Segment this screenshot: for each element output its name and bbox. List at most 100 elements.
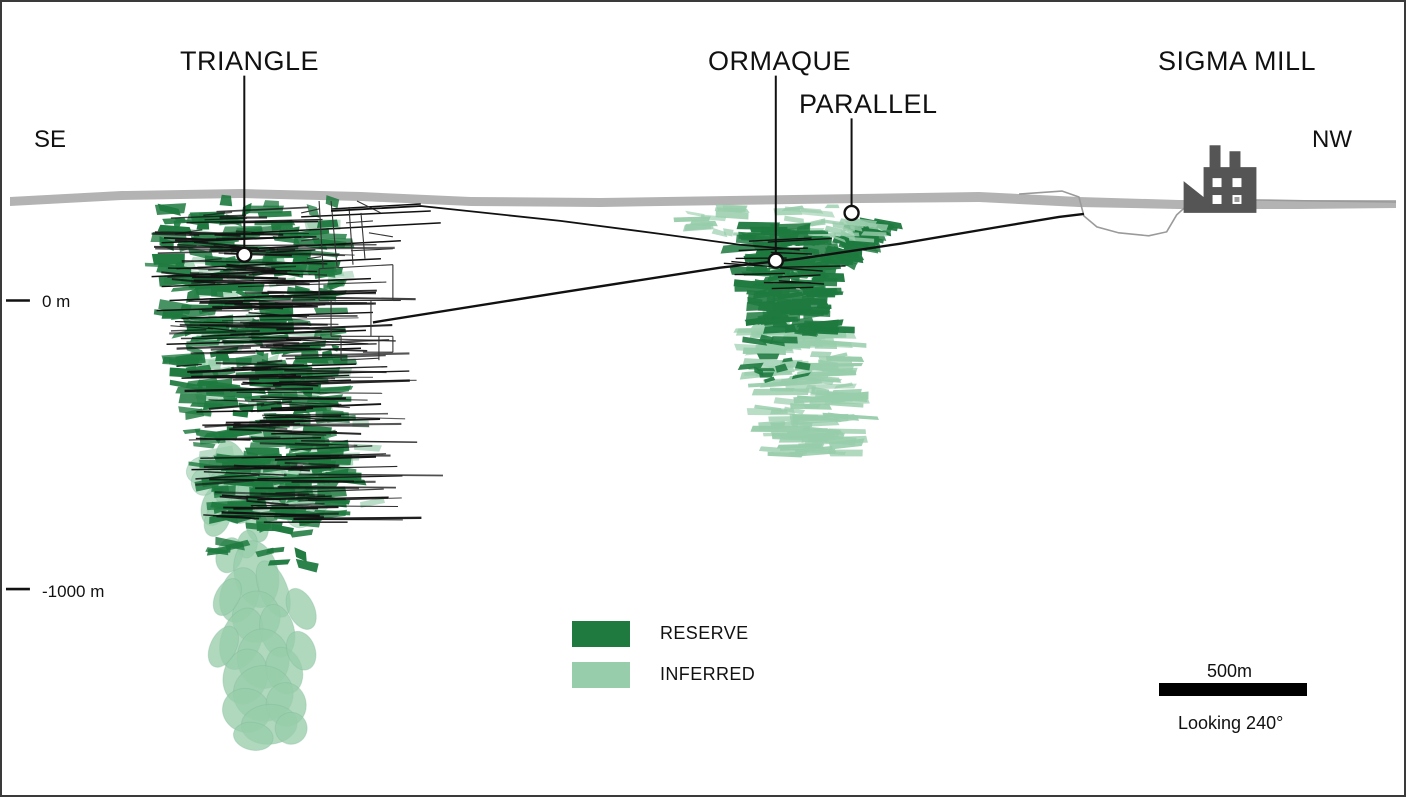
- development-drift: [780, 267, 823, 272]
- development-drift: [274, 455, 377, 461]
- mineralised-lens: [682, 222, 714, 232]
- mineralised-lens: [685, 210, 705, 218]
- development-drift: [192, 276, 279, 280]
- depth-axis-ticks: [5, 299, 30, 591]
- mineralised-lens: [244, 447, 280, 456]
- development-drift: [170, 214, 247, 219]
- mineralised-lens: [829, 391, 869, 404]
- deposit-label-triangle: TRIANGLE: [180, 46, 320, 76]
- development-drift: [277, 485, 396, 489]
- mineralised-lens: [811, 288, 834, 297]
- development-drift: [219, 220, 319, 224]
- development-drift: [246, 499, 289, 506]
- development-drift: [210, 346, 251, 351]
- ground-surface-band: [9, 189, 1397, 209]
- development-drift: [188, 436, 281, 441]
- mineralised-lens: [824, 225, 847, 236]
- access-drift: [201, 329, 366, 338]
- development-drift: [179, 323, 310, 329]
- mineralised-lens: [318, 238, 355, 249]
- development-drift: [169, 329, 260, 335]
- development-drift: [214, 233, 241, 237]
- depth-label-0m: 0 m: [42, 292, 71, 311]
- development-drift: [285, 354, 386, 360]
- mineralised-lens: [255, 547, 274, 558]
- mineralised-lens: [165, 309, 184, 316]
- development-drift: [275, 488, 384, 494]
- development-drift: [274, 302, 374, 305]
- development-drift: [216, 206, 309, 213]
- shaft-structure: [356, 200, 382, 214]
- mineralised-lens: [293, 236, 328, 250]
- development-drift: [770, 251, 812, 255]
- development-drift: [235, 230, 265, 235]
- mineralised-lens: [257, 210, 292, 218]
- sigma-mill-icon: [1183, 145, 1257, 213]
- mineralised-lens: [775, 363, 788, 373]
- development-drift: [163, 236, 220, 241]
- access-drift: [156, 305, 302, 312]
- mineralised-lens: [810, 257, 838, 264]
- development-drift: [190, 351, 256, 355]
- shaft-structure: [360, 212, 366, 259]
- development-drift: [257, 359, 283, 365]
- development-drift: [278, 374, 350, 379]
- mineralised-lens: [168, 358, 197, 370]
- development-drift: [280, 512, 339, 517]
- mineralised-lens: [318, 385, 354, 392]
- mineralised-lens: [194, 286, 218, 297]
- access-drift: [166, 339, 302, 346]
- development-drift: [184, 387, 271, 393]
- mineralised-lens: [225, 539, 251, 551]
- development-drift: [224, 252, 292, 257]
- development-drift: [248, 336, 396, 342]
- scale-distance-label: 500m: [1207, 661, 1253, 681]
- mineralised-lens: [206, 545, 232, 556]
- shaft-structure: [307, 256, 322, 260]
- mineralised-lens: [801, 297, 814, 302]
- access-drift: [191, 466, 332, 471]
- development-drift: [157, 248, 296, 254]
- mineralised-lens: [761, 338, 785, 347]
- mineralised-lens: [295, 558, 319, 573]
- access-drift: [169, 291, 376, 302]
- mineralised-lens: [323, 284, 333, 289]
- mineralised-lens: [848, 236, 875, 243]
- mineralised-lens: [850, 225, 863, 232]
- access-drift: [271, 431, 338, 435]
- shaft-structure: [368, 232, 393, 238]
- mineralised-lens: [826, 367, 858, 377]
- development-drift: [257, 475, 403, 480]
- access-drift: [196, 409, 307, 413]
- development-drift: [251, 366, 388, 372]
- access-drift: [176, 257, 381, 270]
- shaft-structure: [301, 238, 320, 242]
- underground-workings: [151, 203, 846, 524]
- mineralised-lens: [215, 283, 253, 292]
- mineralised-lens: [742, 336, 768, 346]
- mineralised-lens: [758, 420, 785, 430]
- development-drift: [151, 232, 200, 237]
- mineralised-lens: [792, 413, 849, 425]
- development-drift: [195, 474, 260, 480]
- development-drift: [266, 343, 377, 347]
- mineralised-lens: [314, 267, 344, 279]
- direction-label-nw: NW: [1312, 126, 1352, 153]
- development-drift: [181, 259, 328, 265]
- mineralised-lens: [734, 286, 768, 292]
- mineralised-lens: [801, 330, 819, 336]
- access-drift: [181, 375, 302, 379]
- development-drift: [293, 516, 422, 521]
- development-drift: [290, 370, 410, 375]
- development-drift: [229, 428, 362, 435]
- mineralised-lens: [758, 446, 809, 455]
- development-drift: [301, 440, 418, 443]
- mineralised-lens: [774, 300, 812, 310]
- development-drift: [207, 327, 237, 332]
- mineralised-lens: [763, 376, 776, 384]
- development-drift: [191, 373, 297, 378]
- mineralised-lens: [822, 412, 879, 420]
- development-drift: [259, 442, 329, 447]
- development-drift: [219, 495, 249, 500]
